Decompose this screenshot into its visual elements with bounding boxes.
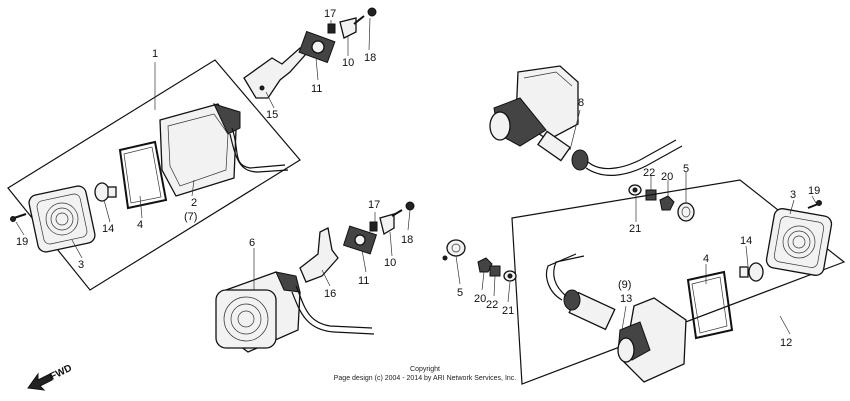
label-part-8: 8: [578, 97, 584, 109]
lens-part-3: [28, 185, 96, 253]
copyright-line-1: Copyright: [410, 366, 440, 373]
label-part-4r: 4: [703, 253, 709, 265]
label-part-5: 5: [683, 163, 689, 175]
label-part-22b: 22: [486, 299, 498, 311]
label-part-18b: 18: [401, 234, 413, 246]
fwd-arrow-icon: [27, 372, 53, 391]
label-part-17: 17: [324, 8, 336, 20]
collar-part-22b: [489, 265, 501, 277]
housing-part-6: [215, 271, 375, 353]
bulb-part-14: [94, 182, 117, 202]
label-part-13: 13: [620, 293, 632, 305]
label-part-4: 4: [137, 219, 143, 231]
part-number-labels: 1 2 (7) 3 4 14 19 15 11 17 10 18 6 16 11…: [16, 8, 820, 349]
label-part-11: 11: [311, 83, 322, 95]
label-part-6: 6: [249, 237, 255, 249]
copyright-line-2: Page design (c) 2004 - 2014 by ARI Netwo…: [334, 375, 517, 382]
label-part-18: 18: [364, 52, 376, 64]
label-part-5b: 5: [457, 287, 463, 299]
assembly-box-left: [7, 59, 301, 291]
assembly-rear-left: [215, 201, 415, 353]
nut-part-20: [659, 195, 675, 211]
fwd-label: FWD: [48, 363, 73, 383]
assembly-box-right: [511, 179, 846, 385]
bulb-part-14r: [739, 262, 764, 282]
label-part-20b: 20: [474, 293, 486, 305]
lens-part-3r: [765, 208, 833, 276]
plate-part-10: [339, 17, 357, 39]
label-part-15: 15: [266, 109, 278, 121]
bracket-part-15: [243, 47, 307, 99]
label-part-3: 3: [78, 259, 84, 271]
housing-part-13: [545, 253, 687, 383]
label-part-19r: 19: [808, 185, 820, 197]
bolt-part-18b: [391, 201, 415, 217]
socket-part-11: [298, 30, 336, 64]
label-part-20: 20: [661, 171, 673, 183]
washer-part-21b: [503, 270, 517, 282]
label-part-10b: 10: [384, 257, 396, 269]
screw-part-19: [10, 213, 27, 222]
clamp-part-5b: [442, 239, 466, 261]
label-part-16: 16: [324, 288, 336, 300]
label-part-11b: 11: [358, 275, 369, 287]
label-part-1: 1: [152, 48, 158, 60]
assembly-front-left: [7, 7, 377, 291]
assembly-rear-right: [442, 179, 846, 385]
label-part-12: 12: [780, 337, 792, 349]
label-part-10: 10: [342, 57, 354, 69]
housing-part-2: [159, 103, 289, 197]
nut-part-17b: [369, 221, 378, 232]
label-part-19: 19: [16, 236, 28, 248]
housing-part-8: [489, 65, 683, 176]
screw-part-19r: [807, 200, 822, 209]
bolt-part-18: [353, 7, 377, 25]
washer-part-21: [628, 184, 642, 196]
label-part-22: 22: [643, 167, 655, 179]
assembly-front-right: [489, 65, 695, 222]
clamp-part-5: [677, 202, 695, 222]
label-part-21b: 21: [502, 305, 514, 317]
bracket-part-16: [299, 227, 339, 283]
gasket-part-4: [118, 140, 168, 210]
label-part-14: 14: [102, 223, 114, 235]
forward-direction-indicator: FWD: [27, 363, 74, 391]
label-part-2: 2: [191, 197, 197, 209]
socket-part-11b: [342, 225, 378, 255]
plate-part-10b: [379, 213, 395, 236]
label-part-17b: 17: [368, 199, 380, 211]
label-part-7: (7): [184, 211, 197, 223]
label-part-14r: 14: [740, 235, 752, 247]
copyright-notice: Copyright Page design (c) 2004 - 2014 by…: [334, 366, 517, 382]
label-part-9: (9): [618, 279, 631, 291]
label-part-3r: 3: [790, 189, 796, 201]
gasket-part-4r: [686, 270, 734, 340]
label-part-21: 21: [629, 223, 641, 235]
nut-part-17: [327, 23, 336, 34]
